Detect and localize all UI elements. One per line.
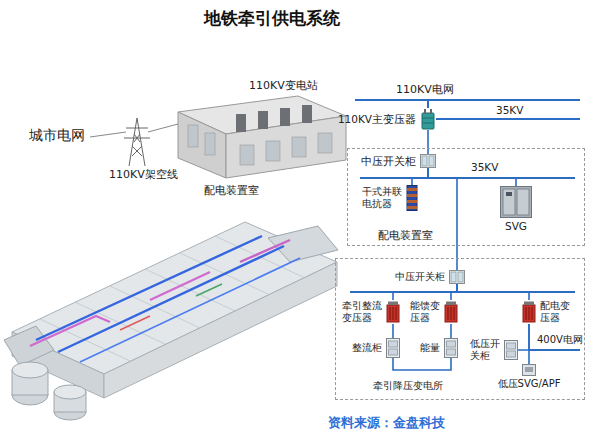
diagram-title: 地铁牵引供电系统	[204, 7, 340, 29]
text-label: 110KV电网	[395, 83, 455, 96]
equipment-node: 110KV主变压器	[338, 108, 436, 130]
equipment-node: 中压开关柜	[361, 154, 436, 168]
equipment-label-group: 中压开关柜	[361, 155, 416, 167]
equipment-label: 110KV主变压器	[338, 113, 416, 125]
equipment-node: 能量	[420, 338, 458, 358]
dashed-region: 牵引降压变电所 中压开关柜牵引整流变压器 能馈变压器 配电变压器整流柜 能量 低压开关柜低…	[335, 258, 585, 400]
equipment-label-group: SVG	[505, 220, 527, 232]
equipment-node: SVG	[500, 186, 532, 232]
text-label: 城市电网	[28, 127, 86, 144]
wire-connector	[427, 130, 429, 154]
transmission-tower	[124, 118, 150, 166]
equipment-label: SVG	[505, 220, 527, 232]
station-grid	[40, 236, 305, 361]
text-label: 110KV变电站	[248, 79, 319, 92]
equipment-label: 中压开关柜	[395, 271, 445, 283]
equipment-label: 干式并联电抗器	[362, 186, 403, 210]
equipment-node: 中压开关柜	[395, 270, 465, 284]
station-pipes	[30, 236, 300, 362]
equipment-label-group: 110KV主变压器	[338, 113, 416, 125]
cabinet-icon	[504, 340, 518, 360]
cabinet-icon	[522, 364, 536, 376]
text-label: 35KV	[495, 104, 524, 117]
text-label: 110KV架空线	[108, 168, 179, 181]
equipment-label-group: 配电变压器	[540, 300, 571, 324]
equipment-label: 整流柜	[352, 342, 382, 354]
equipment-label-group: 能量	[420, 342, 440, 354]
region-label: 配电装置室	[378, 229, 433, 242]
equipment-label: 能量	[420, 342, 440, 354]
feeder-wire	[427, 100, 429, 108]
equipment-label-group: 干式并联电抗器	[362, 186, 403, 210]
cabinet-icon	[386, 338, 400, 358]
transformer-icon	[386, 301, 400, 323]
switchgear-icon	[449, 270, 465, 284]
transformer-units	[236, 105, 312, 132]
station-front	[104, 262, 337, 398]
equipment-node: 配电变压器	[522, 300, 571, 324]
equipment-label-group: 能馈变压器	[410, 300, 441, 324]
wire-connector	[428, 168, 457, 270]
wire-connector	[450, 324, 452, 338]
station-entrance	[4, 326, 54, 366]
equipment-label: 低压开关柜	[470, 338, 501, 362]
wire-connector	[451, 284, 457, 300]
transformer-icon	[522, 301, 536, 323]
text-label: 400V电网	[536, 334, 584, 346]
wire-connector	[393, 284, 457, 300]
equipment-label-group: 低压SVG/APF	[498, 378, 561, 390]
wire-connector	[457, 284, 529, 300]
equipment-node: 低压SVG/APF	[498, 364, 561, 390]
text-label: 配电装置室	[203, 184, 260, 197]
transformer-icon	[444, 301, 458, 323]
reactor-icon	[406, 185, 418, 211]
wire-connector	[518, 324, 529, 350]
equipment-label-group: 中压开关柜	[395, 271, 445, 283]
bus-400v	[529, 349, 580, 351]
equipment-label-group: 整流柜	[352, 342, 382, 354]
overhead-line	[90, 124, 178, 137]
region-label: 牵引降压变电所	[373, 380, 443, 392]
equipment-node: 能馈变压器	[410, 300, 459, 324]
wire-connector	[393, 358, 451, 370]
dashed-region: 配电装置室 中压开关柜干式并联电抗器 SVG	[347, 148, 585, 246]
substation-building	[178, 96, 346, 178]
equipment-node: 干式并联电抗器	[362, 185, 419, 211]
cabinet-icon	[444, 338, 458, 358]
entrance-shaft	[54, 385, 86, 399]
svg-cabinet-icon	[500, 186, 532, 218]
equipment-label-group: 牵引整流变压器	[342, 300, 383, 324]
bus-bars	[350, 100, 580, 350]
building-windows	[188, 125, 332, 165]
bus-35kv	[436, 118, 580, 120]
wire-connector	[528, 324, 530, 364]
entrance-shaft	[12, 362, 48, 378]
transformer-icon	[420, 108, 436, 130]
bus-110kv	[355, 99, 580, 101]
equipment-label-group: 低压开关柜	[470, 338, 501, 362]
equipment-label: 配电变压器	[540, 300, 571, 324]
wire-connector	[392, 324, 394, 338]
equipment-label: 低压SVG/APF	[498, 378, 561, 390]
wire-connector	[412, 168, 428, 185]
equipment-label: 能馈变压器	[410, 300, 441, 324]
text-label: 35KV	[470, 161, 499, 174]
equipment-label: 牵引整流变压器	[342, 300, 383, 324]
subway-station	[4, 222, 338, 420]
switchgear-icon	[420, 154, 436, 168]
building-side	[178, 112, 226, 178]
equipment-node: 低压开关柜	[470, 338, 519, 362]
source-caption: 资料来源：金盘科技	[328, 414, 445, 431]
equipment-node: 整流柜	[352, 338, 400, 358]
equipment-node: 牵引整流变压器	[342, 300, 401, 324]
equipment-label: 中压开关柜	[361, 155, 416, 167]
